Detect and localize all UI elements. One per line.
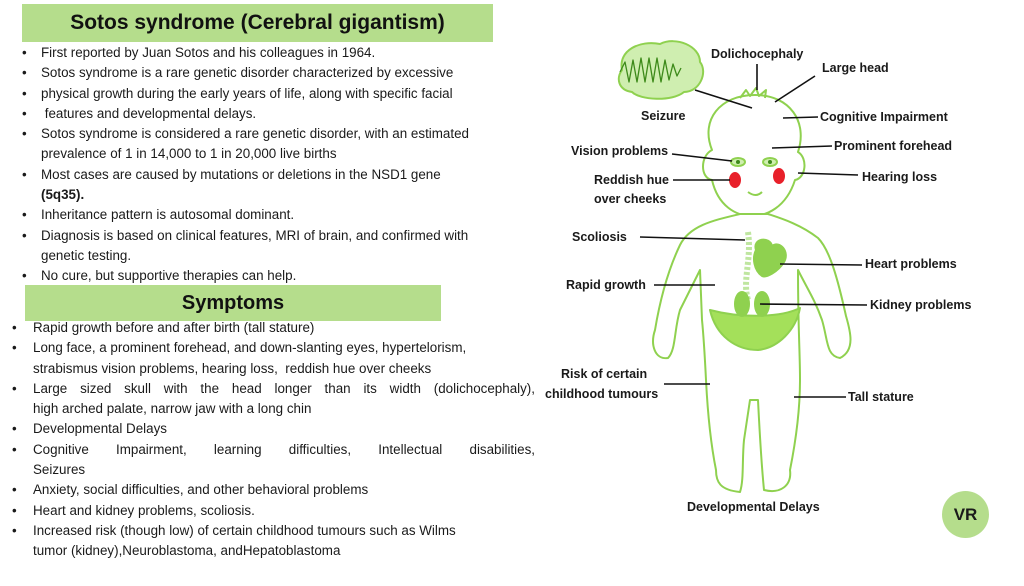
label-scoliosis: Scoliosis — [572, 230, 627, 244]
line: high arched palate, narrow jaw with a lo… — [33, 401, 312, 417]
line: Anxiety, social difficulties, and other … — [33, 482, 369, 498]
label-prominent-forehead: Prominent forehead — [834, 139, 953, 153]
line: physical growth during the early years o… — [41, 85, 453, 101]
list-item: Heart and kidney problems, scoliosis. — [12, 501, 535, 522]
label-childhood-tumours: childhood tumours — [545, 387, 659, 401]
list-item: Anxiety, social difficulties, and other … — [12, 480, 535, 501]
line: Cognitive Impairment, learning difficult… — [33, 441, 535, 457]
line: prevalence of 1 in 14,000 to 1 in 20,000… — [41, 146, 337, 162]
line: strabismus vision problems, hearing loss… — [33, 360, 432, 376]
badge-text: VR — [953, 504, 978, 524]
label-heart-problems: Heart problems — [865, 257, 957, 271]
line: Seizures — [33, 462, 86, 478]
label-over-cheeks: over cheeks — [594, 192, 667, 206]
list-item: Sotos syndrome is a rare genetic disorde… — [22, 63, 537, 84]
line: Large sized skull with the head longer t… — [33, 380, 535, 396]
line: genetic testing. — [41, 247, 132, 263]
list-item: Developmental Delays — [12, 419, 535, 440]
label-reddish-hue: Reddish hue — [594, 173, 670, 187]
line: Increased risk (though low) of certain c… — [33, 522, 456, 538]
list-item: physical growth during the early years o… — [22, 84, 537, 105]
list-item: features and developmental delays. — [22, 104, 537, 125]
list-item: Diagnosis is based on clinical features,… — [22, 226, 537, 267]
label-vision-problems: Vision problems — [571, 144, 669, 158]
label-risk-of-certain: Risk of certain — [561, 367, 648, 381]
cheek-right — [773, 168, 785, 184]
heart-organ — [753, 238, 787, 278]
line: Developmental Delays — [33, 421, 167, 437]
label-developmental-delays: Developmental Delays — [687, 500, 820, 514]
line: tumor (kidney),Neuroblastoma, andHepatob… — [33, 543, 341, 559]
list-item: Long face, a prominent forehead, and dow… — [12, 338, 535, 379]
pointer-lines — [639, 64, 868, 398]
symptoms-heading: Symptoms — [181, 291, 285, 314]
line: features and developmental delays. — [41, 105, 257, 121]
list-item: Rapid growth before and after birth (tal… — [12, 318, 535, 339]
line: Diagnosis is based on clinical features,… — [41, 227, 469, 243]
brain-icon — [617, 40, 705, 100]
cheek-left — [729, 172, 741, 188]
gene-locus: (5q35). — [41, 187, 85, 203]
line: Sotos syndrome is a rare genetic disorde… — [41, 65, 454, 81]
line: Most cases are caused by mutations or de… — [41, 166, 441, 182]
child-head — [702, 94, 806, 217]
page-title: Sotos syndrome (Cerebral gigantism) — [70, 11, 445, 34]
line: Sotos syndrome is considered a rare gene… — [41, 126, 469, 142]
list-item: Inheritance pattern is autosomal dominan… — [22, 205, 537, 226]
symptoms-list: Rapid growth before and after birth (tal… — [12, 318, 535, 562]
author-badge: VR — [942, 491, 989, 538]
list-item: Increased risk (though low) of certain c… — [12, 521, 535, 562]
kidney-organ — [734, 291, 750, 317]
intro-list: First reported by Juan Sotos and his col… — [22, 43, 537, 287]
label-hearing-loss: Hearing loss — [862, 170, 938, 184]
list-item: First reported by Juan Sotos and his col… — [22, 43, 537, 64]
line: Heart and kidney problems, scoliosis. — [33, 502, 255, 518]
symptoms-banner: Symptoms — [25, 285, 441, 321]
label-kidney-problems: Kidney problems — [870, 298, 972, 312]
label-seizure: Seizure — [641, 109, 686, 123]
label-dolichocephaly: Dolichocephaly — [711, 47, 804, 61]
list-item: Cognitive Impairment, learning difficult… — [12, 440, 535, 481]
label-tall-stature: Tall stature — [848, 390, 914, 404]
line: First reported by Juan Sotos and his col… — [41, 45, 376, 60]
line: Long face, a prominent forehead, and dow… — [33, 340, 467, 356]
list-item: Sotos syndrome is considered a rare gene… — [22, 124, 537, 165]
line: No cure, but supportive therapies can he… — [41, 268, 297, 284]
list-item: Large sized skull with the head longer t… — [12, 379, 535, 420]
label-rapid-growth: Rapid growth — [566, 278, 646, 292]
line: Inheritance pattern is autosomal dominan… — [41, 207, 295, 223]
list-item: Most cases are caused by mutations or de… — [22, 165, 537, 206]
diaper — [709, 307, 801, 351]
list-item: No cure, but supportive therapies can he… — [22, 266, 537, 287]
line: Rapid growth before and after birth (tal… — [33, 320, 315, 335]
label-cognitive-impairment: Cognitive Impairment — [820, 110, 948, 124]
label-large-head: Large head — [822, 61, 889, 75]
child-body — [652, 213, 852, 493]
title-banner: Sotos syndrome (Cerebral gigantism) — [22, 4, 493, 42]
